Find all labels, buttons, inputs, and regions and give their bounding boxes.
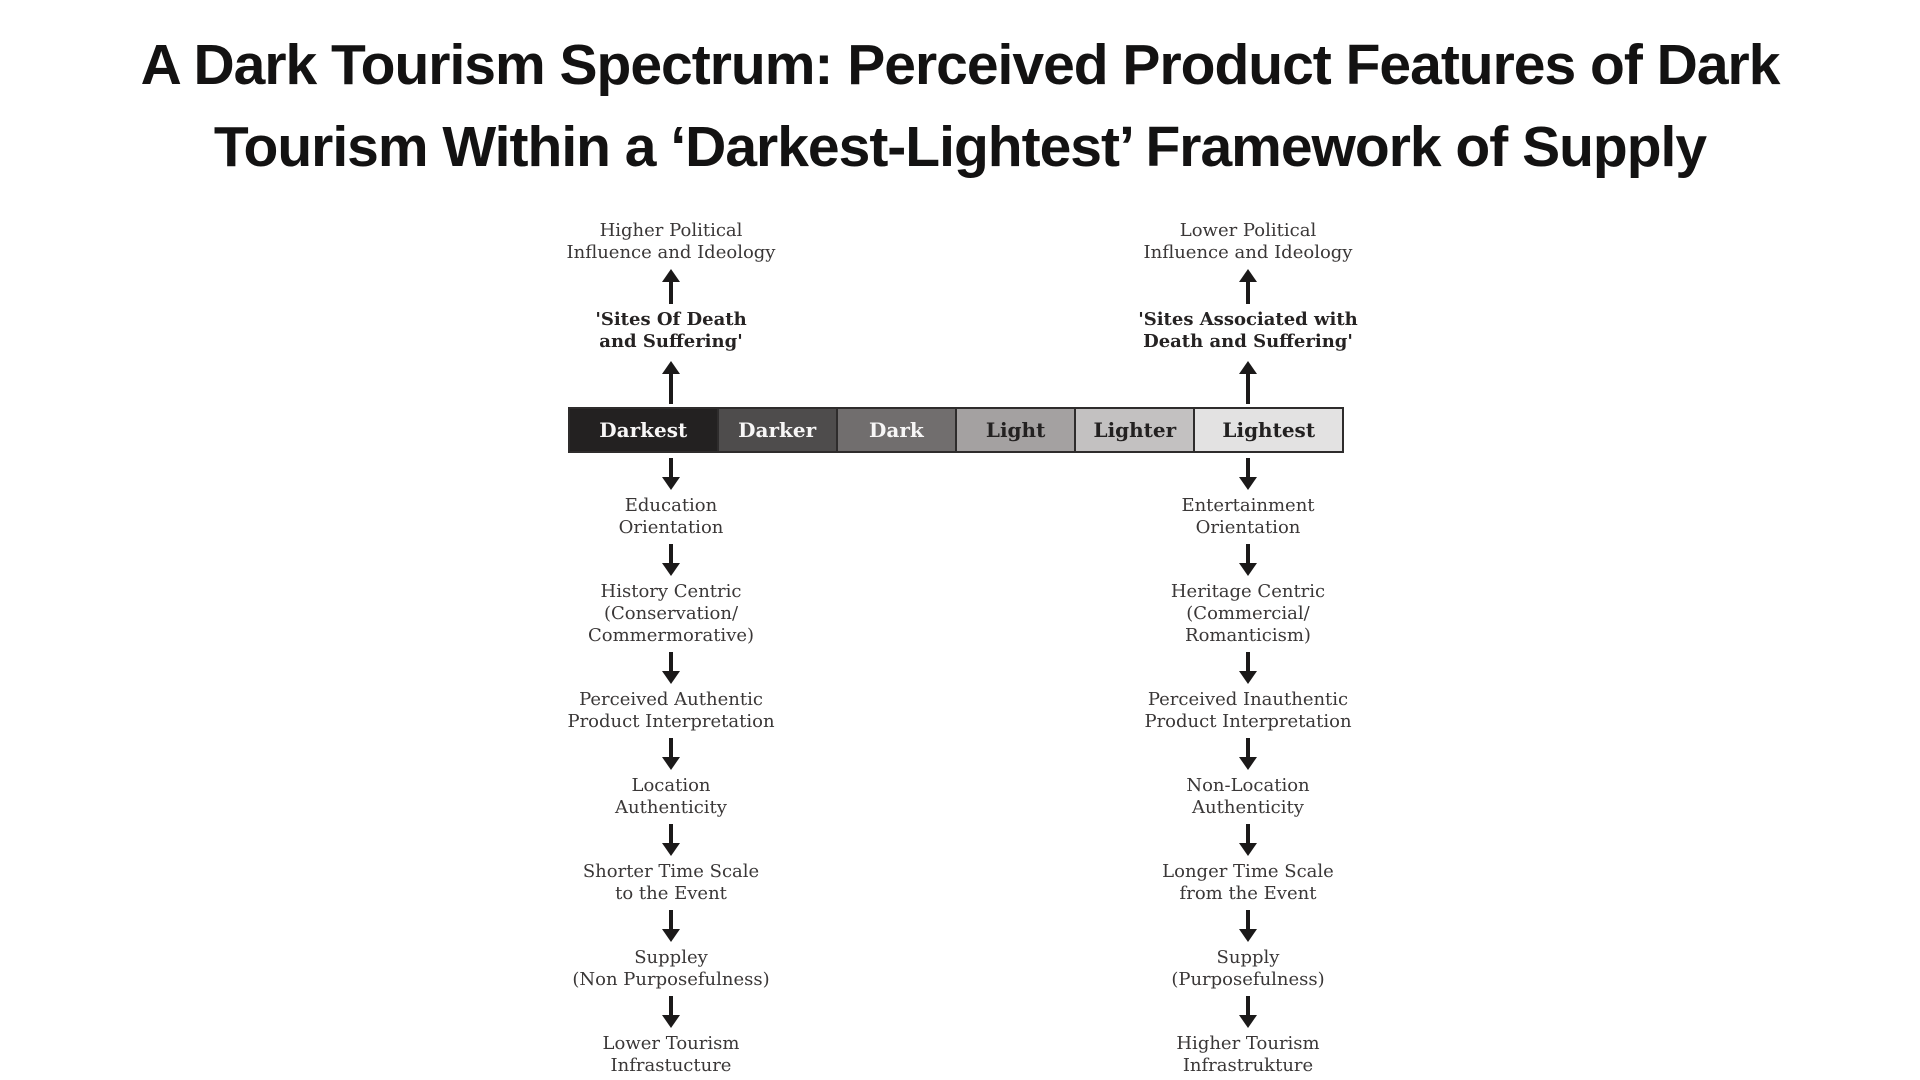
right-label-inauthentic-interpretation: Perceived Inauthentic Product Interpreta… (1144, 689, 1352, 732)
down-arrow-icon (1239, 824, 1257, 856)
left-label-education: Education Orientation (618, 495, 724, 538)
up-arrow-icon (662, 361, 680, 404)
right-political-label: Lower Political Influence and Ideology (1143, 220, 1353, 263)
spectrum-segment-darker: Darker (716, 409, 836, 451)
right-label-entertainment: Entertainment Orientation (1181, 495, 1315, 538)
left-label-location-authenticity: Location Authenticity (615, 775, 727, 818)
down-arrow-icon (1239, 652, 1257, 684)
spectrum-segment-dark: Dark (835, 409, 955, 451)
page-title: A Dark Tourism Spectrum: Perceived Produ… (0, 24, 1920, 188)
down-arrow-icon (1239, 996, 1257, 1028)
title-line-2: Tourism Within a ‘Darkest-Lightest’ Fram… (213, 115, 1707, 179)
right-label-non-location-authenticity: Non-Location Authenticity (1186, 775, 1310, 818)
spectrum-segment-light: Light (955, 409, 1075, 451)
right-label-supply: Supply (Purposefulness) (1171, 947, 1325, 990)
down-arrow-icon (1239, 910, 1257, 942)
left-sites-label: 'Sites Of Death and Suffering' (595, 309, 747, 352)
right-label-heritage-centric: Heritage Centric (Commercial/ Romanticis… (1170, 581, 1326, 646)
left-label-infrastructure: Lower Tourism Infrastucture (602, 1033, 740, 1076)
spectrum-segment-darkest: Darkest (570, 409, 717, 451)
spectrum-bar: Darkest Darker Dark Light Lighter Lighte… (568, 407, 1344, 453)
right-label-infrastructure: Higher Tourism Infrastrukture (1176, 1033, 1320, 1076)
down-arrow-icon (662, 544, 680, 576)
title-line-1: A Dark Tourism Spectrum: Perceived Produ… (140, 33, 1781, 97)
down-arrow-icon (662, 458, 680, 490)
down-arrow-icon (662, 738, 680, 770)
spectrum-segment-lighter: Lighter (1074, 409, 1194, 451)
down-arrow-icon (662, 910, 680, 942)
spectrum-segment-lightest: Lightest (1193, 409, 1342, 451)
left-label-history-centric: History Centric (Conservation/ Commermor… (587, 581, 755, 646)
left-political-label: Higher Political Influence and Ideology (566, 220, 776, 263)
right-label-longer-time-scale: Longer Time Scale from the Event (1162, 861, 1334, 904)
up-arrow-icon (662, 269, 680, 304)
down-arrow-icon (1239, 738, 1257, 770)
left-lower-chain: Education Orientation History Centric (C… (501, 453, 841, 1077)
left-label-shorter-time-scale: Shorter Time Scale to the Event (582, 861, 760, 904)
right-sites-label: 'Sites Associated with Death and Sufferi… (1138, 309, 1358, 352)
right-upper-chain: Lower Political Influence and Ideology '… (1078, 220, 1418, 404)
left-upper-chain: Higher Political Influence and Ideology … (501, 220, 841, 404)
down-arrow-icon (662, 652, 680, 684)
right-lower-chain: Entertainment Orientation Heritage Centr… (1078, 453, 1418, 1077)
left-label-supply: Suppley (Non Purposefulness) (572, 947, 770, 990)
up-arrow-icon (1239, 269, 1257, 304)
down-arrow-icon (1239, 458, 1257, 490)
up-arrow-icon (1239, 361, 1257, 404)
down-arrow-icon (1239, 544, 1257, 576)
down-arrow-icon (662, 996, 680, 1028)
down-arrow-icon (662, 824, 680, 856)
left-label-authentic-interpretation: Perceived Authentic Product Interpretati… (567, 689, 775, 732)
